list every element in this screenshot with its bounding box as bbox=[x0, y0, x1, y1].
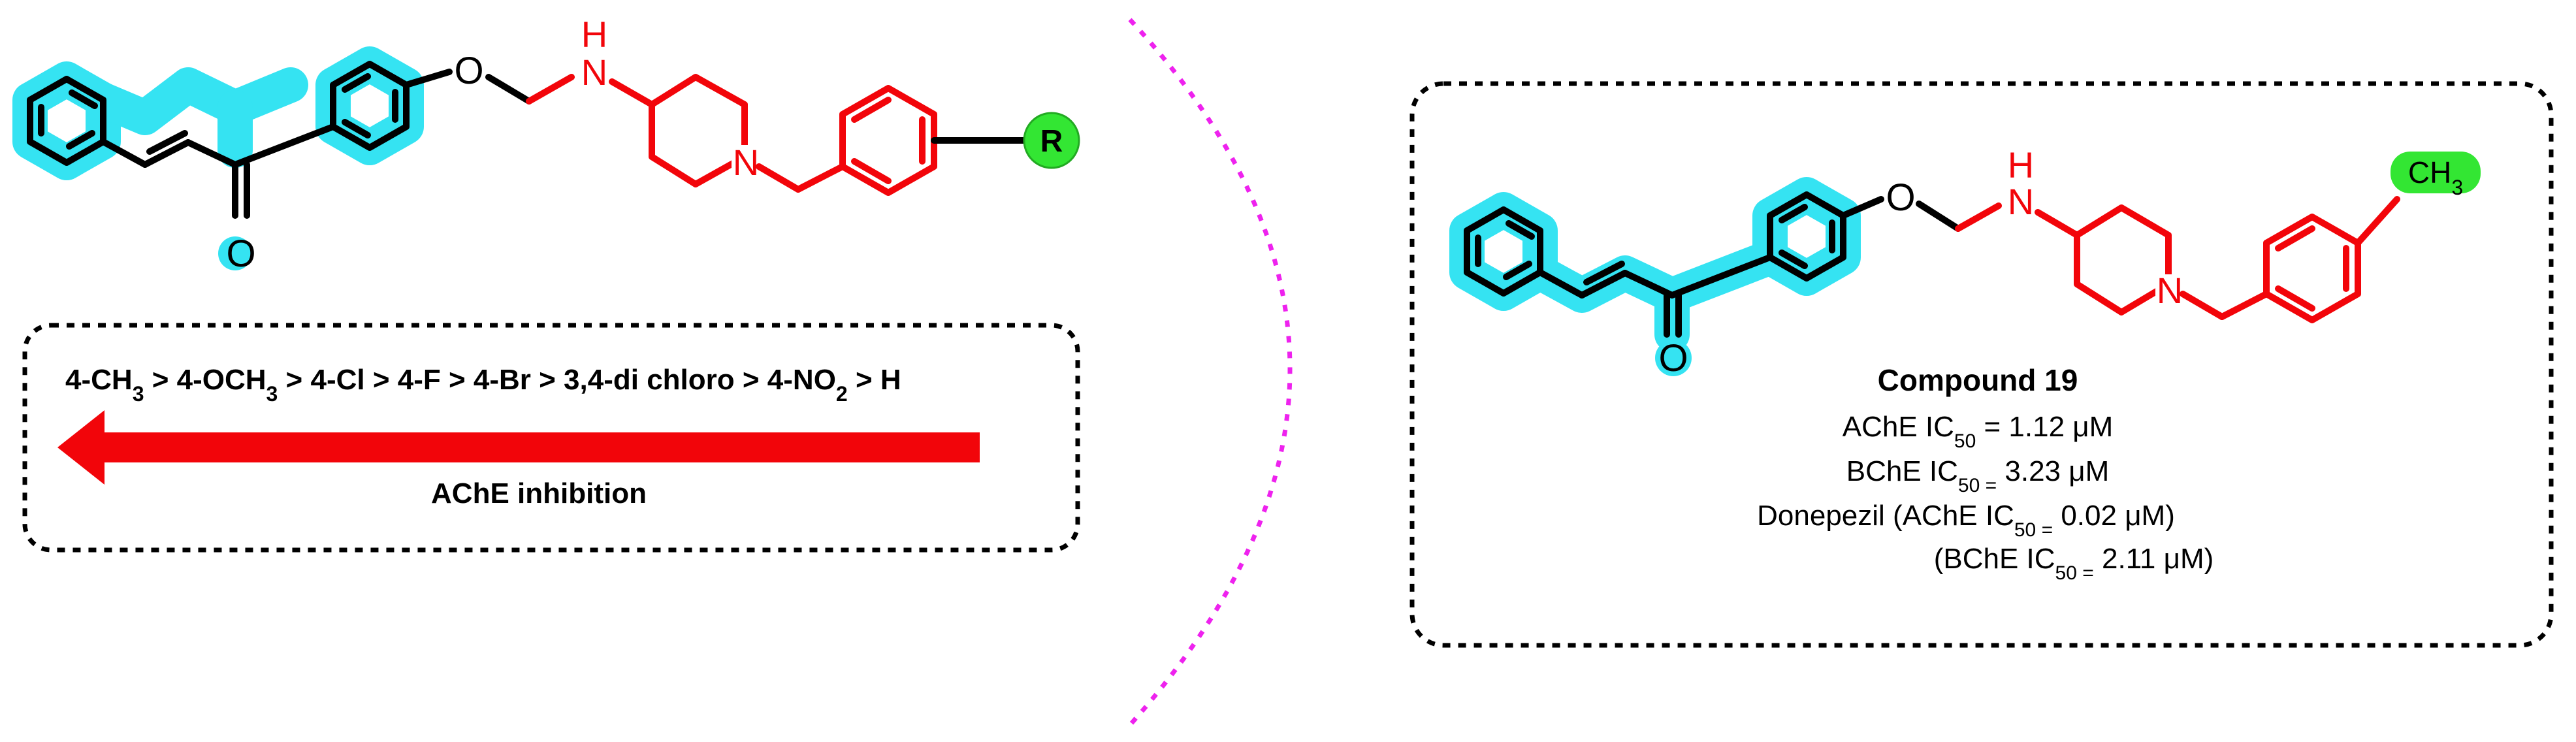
right-amine-hydrogen: H bbox=[2008, 144, 2034, 186]
compound-title: Compound 19 bbox=[1878, 363, 2078, 397]
compound-dashed-box bbox=[1409, 81, 2554, 648]
left-red-moiety: N H N N bbox=[526, 14, 937, 196]
donepezil-bche-ic50: (BChE IC50 = 2.11 μM) bbox=[1934, 543, 2214, 584]
right-ether-oxygen: O bbox=[1886, 176, 1915, 219]
left-r-group-circle bbox=[1023, 112, 1080, 169]
right-piperidine-nitrogen: N bbox=[2157, 270, 2183, 311]
ache-ic50: AChE IC50 = 1.12 μM bbox=[1843, 411, 2114, 452]
right-red-moiety: N H N bbox=[1955, 144, 2400, 323]
left-structure: O O N H N N R bbox=[12, 14, 1080, 275]
left-amine-hydrogen: H bbox=[581, 14, 607, 55]
left-enone-chain bbox=[100, 123, 336, 219]
sar-dashed-box bbox=[22, 323, 1080, 553]
right-phenyl-ring bbox=[1464, 206, 1543, 297]
donepezil-ache-ic50: Donepezil (AChE IC50 = 0.02 μM) bbox=[1757, 500, 2175, 541]
left-ether-oxygen: O bbox=[454, 50, 483, 92]
left-piperidine-nitrogen-label: N bbox=[733, 142, 759, 183]
left-o-ch2-bond bbox=[485, 74, 532, 105]
right-carbonyl-oxygen: O bbox=[1658, 337, 1688, 379]
sar-order-text: 4-CH3 > 4-OCH3 > 4-Cl > 4-F > 4-Br > 3,4… bbox=[65, 364, 901, 406]
left-r-group-label: R bbox=[1040, 124, 1063, 159]
right-amine-nitrogen: N bbox=[2008, 181, 2034, 222]
ache-inhibition-arrow bbox=[57, 410, 980, 485]
right-enone-chain bbox=[1537, 254, 1773, 338]
left-amine-nitrogen: N bbox=[581, 52, 607, 93]
right-structure: O O N H N CH3 bbox=[1449, 144, 2481, 379]
left-aryl-o-bond bbox=[403, 69, 453, 88]
left-phenyl-ring bbox=[27, 76, 106, 166]
divider-arc bbox=[1128, 18, 1293, 727]
bche-ic50: BChE IC50 = 3.23 μM bbox=[1846, 455, 2110, 496]
left-carbonyl-oxygen: O bbox=[226, 233, 255, 275]
arrow-label: AChE inhibition bbox=[431, 477, 647, 509]
left-scaffold-highlight bbox=[12, 46, 424, 270]
right-ch3-highlight bbox=[2391, 152, 2481, 193]
